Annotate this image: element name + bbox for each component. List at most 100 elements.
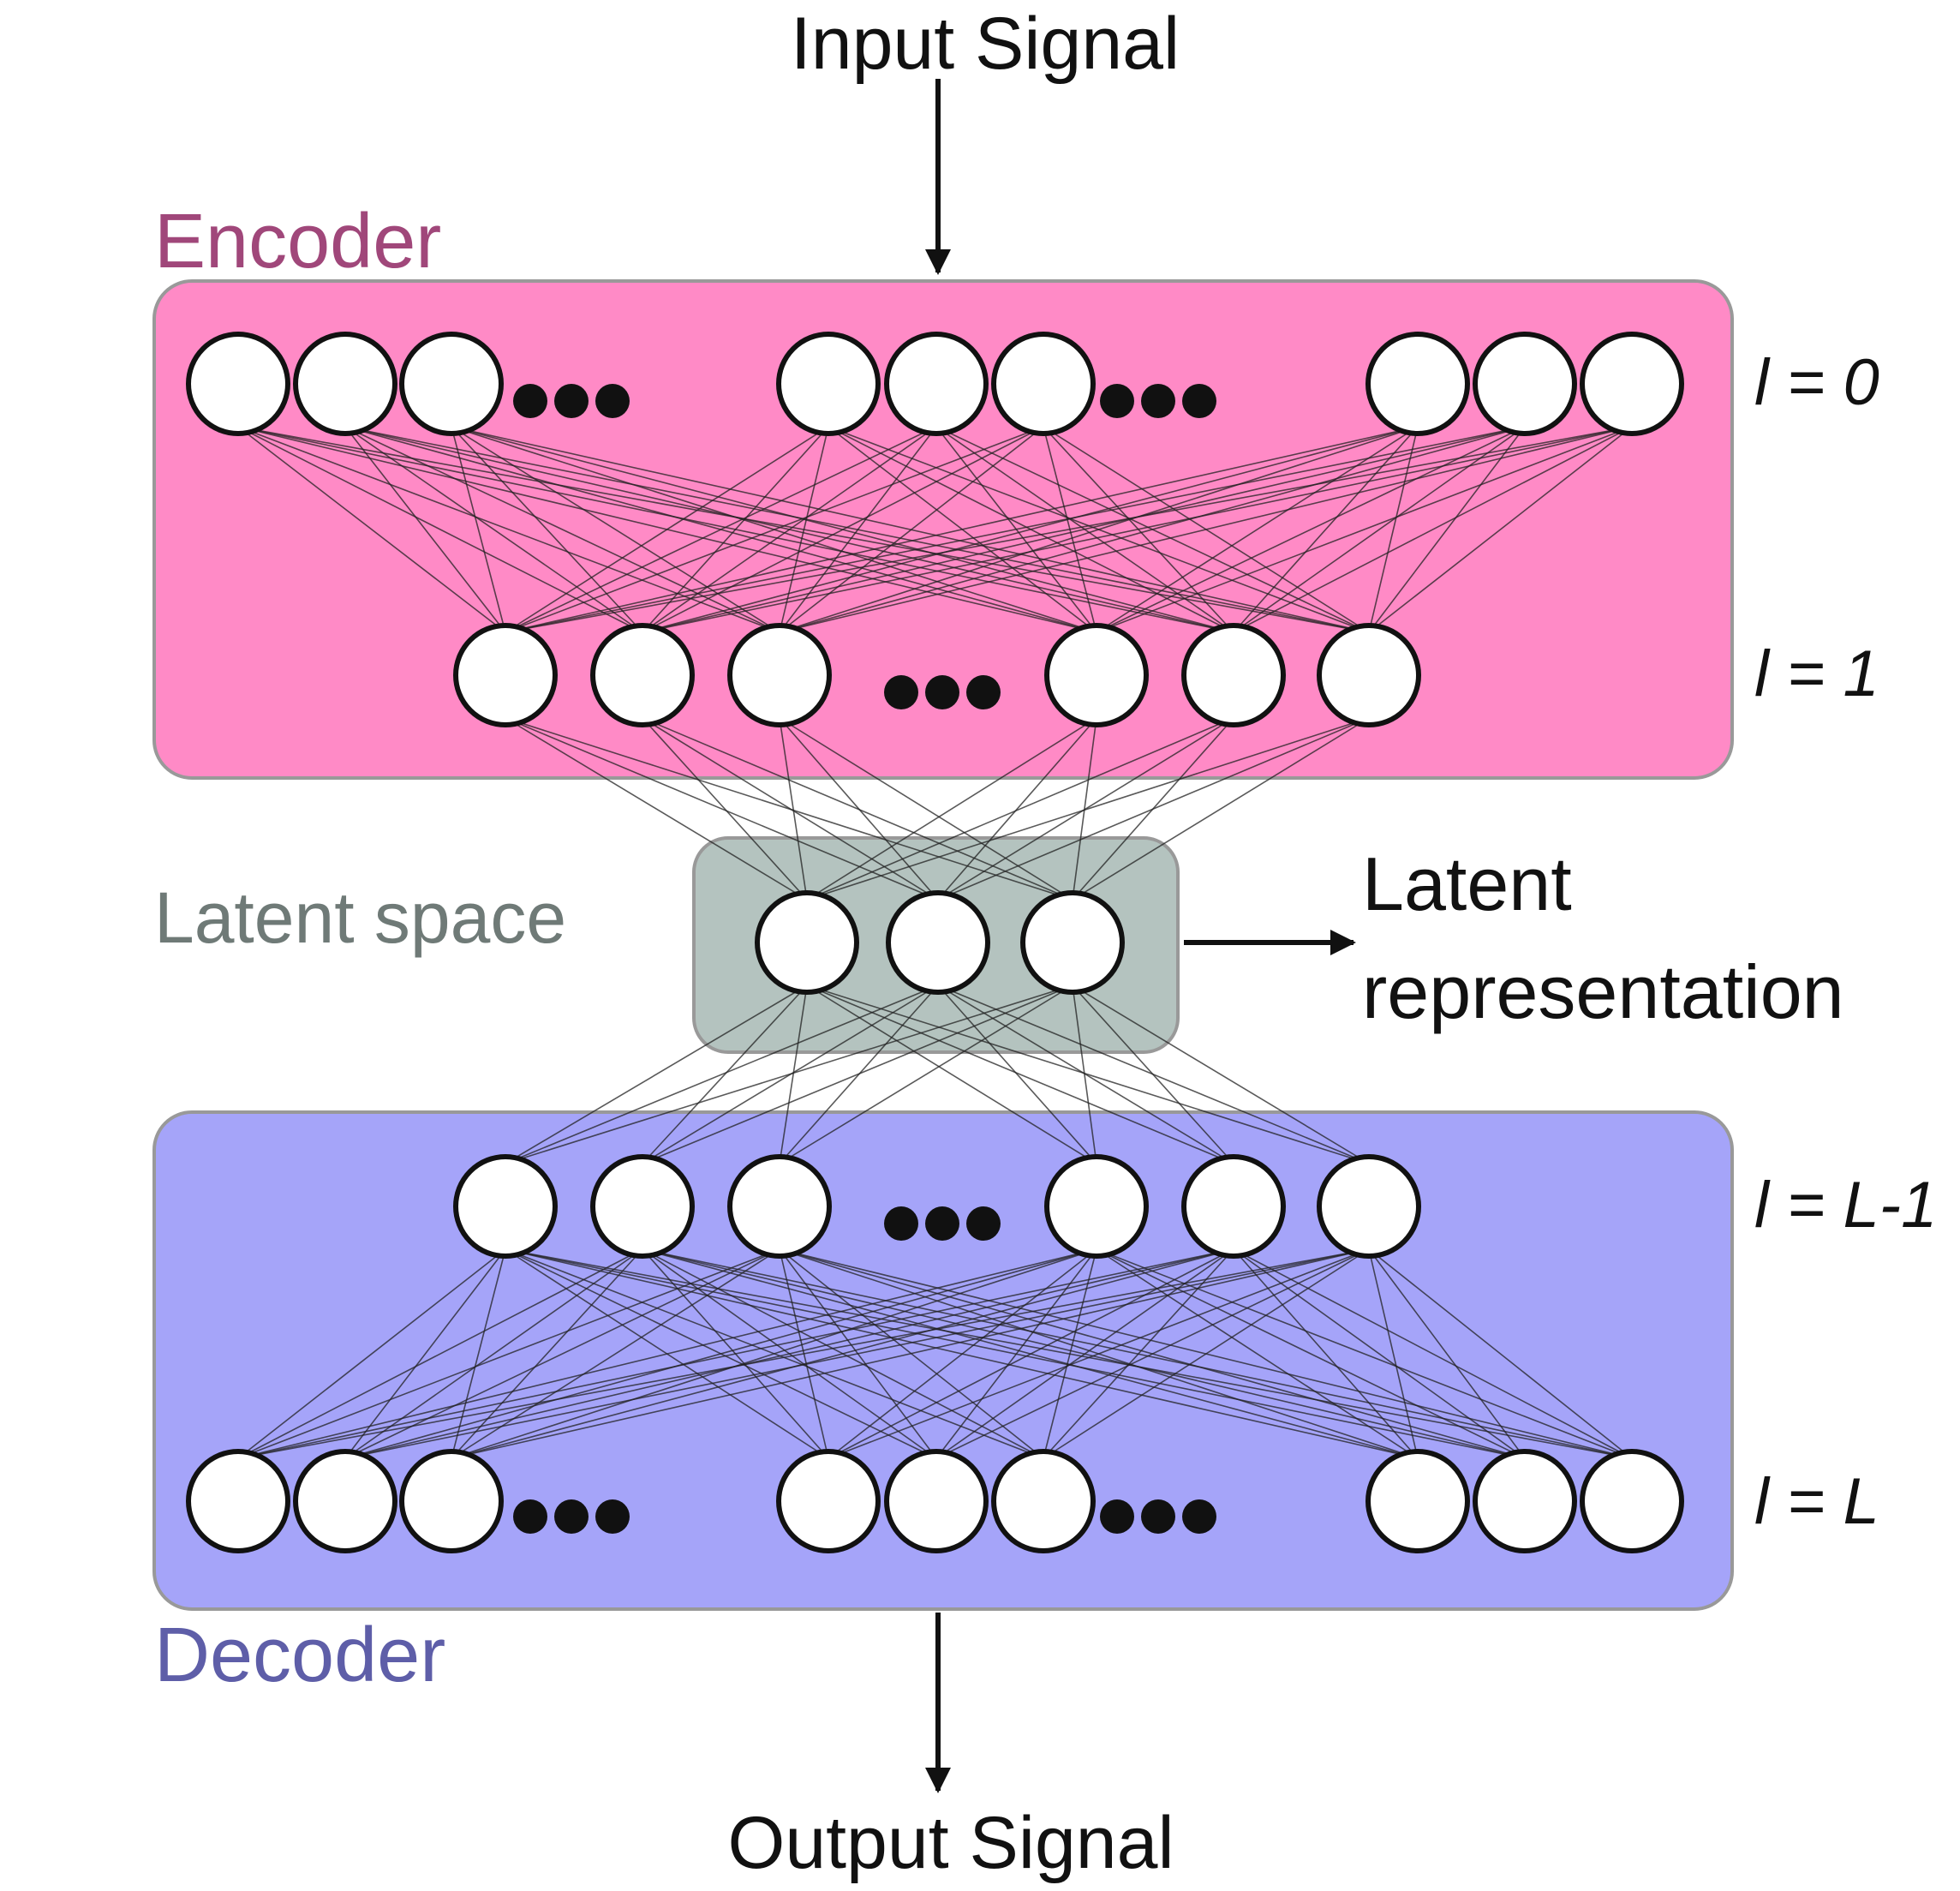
neuron-node [186,332,290,436]
connection-line [451,426,506,633]
input-signal-label: Input Signal [791,3,1180,85]
neuron-node [1181,1154,1286,1259]
neuron-node [991,1449,1096,1553]
connection-line [344,1248,506,1459]
neuron-node [1365,332,1470,436]
connection-line [344,426,643,633]
neuron-node [293,1449,397,1553]
connection-line [828,1248,1097,1459]
ellipsis-dot [513,384,547,418]
connection-line [344,426,780,633]
connection-line [779,717,1073,901]
neuron-node [1473,332,1577,436]
connection-line [505,426,829,633]
connection-line [642,717,808,901]
connection-line [806,984,1234,1164]
neuron-node [186,1449,290,1553]
ellipsis-dot [554,384,589,418]
connection-line [806,984,1097,1164]
connection-line [937,984,1234,1164]
neuron-node [755,890,859,995]
connection-line [1072,984,1234,1164]
connection-line [505,984,1073,1164]
connection-line [642,1248,1526,1459]
connection-line [779,426,1633,633]
ellipsis-dot [595,1499,630,1534]
connection-line [642,1248,1633,1459]
connection-line [1368,1248,1526,1459]
ellipsis-dot [966,675,1001,709]
connection-line [1043,1248,1234,1459]
connection-line [806,717,1370,901]
connection-line [505,426,1419,633]
connection-line [779,984,1073,1164]
connection-line [451,1248,1097,1459]
connection-line [1072,717,1370,901]
connection-lines [237,426,1633,1459]
ellipsis-dot [966,1206,1001,1241]
connection-line [642,984,808,1164]
connection-line [451,1248,1234,1459]
connection-line [642,426,1419,633]
neuron-node [1580,332,1684,436]
connection-line [642,717,1073,901]
ellipsis-dot [1141,1499,1175,1534]
neuron-node [1317,623,1421,727]
connection-line [1096,426,1633,633]
connection-line [451,1248,1370,1459]
connection-line [779,717,939,901]
connection-line [1368,1248,1419,1459]
neuron-node [991,332,1096,436]
neuron-node [453,1154,558,1259]
connection-line [1368,426,1526,633]
connection-line [505,426,937,633]
connection-line [1072,984,1097,1164]
neuron-node [1365,1449,1470,1553]
connection-line [505,984,939,1164]
neuron-node [1044,623,1149,727]
latent-space-label: Latent space [154,877,566,958]
neuron-node [776,332,881,436]
ellipsis-icons [513,384,1216,1534]
connection-line [1368,426,1633,633]
connection-line [451,1248,506,1459]
connection-line [806,717,1234,901]
connection-line [505,1248,1526,1459]
connection-line [451,426,643,633]
neuron-node [776,1449,881,1553]
connection-line [1233,426,1419,633]
ellipsis-dot [884,675,918,709]
connection-line [344,1248,643,1459]
ellipsis-dot [513,1499,547,1534]
connection-line [1096,426,1419,633]
output-signal-label: Output Signal [727,1802,1174,1884]
connection-line [1096,1248,1526,1459]
connection-line [1368,1248,1633,1459]
connection-line [779,426,1044,633]
ellipsis-icon [884,1206,1001,1241]
ellipsis-dot [1100,1499,1134,1534]
neuron-node [453,623,558,727]
connection-line [344,1248,1370,1459]
connection-line [451,1248,643,1459]
connection-line [1043,1248,1370,1459]
connection-line [937,717,1097,901]
connection-line [1072,984,1370,1164]
neuron-node [884,332,989,436]
connection-line [1096,1248,1633,1459]
connection-line [237,1248,1370,1459]
connection-line [505,984,808,1164]
connection-line [505,717,939,901]
connection-line [237,1248,780,1459]
encoder-label: Encoder [154,199,441,284]
connection-line [779,984,808,1164]
connection-line [237,1248,643,1459]
neuron-node [1020,890,1125,995]
connection-line [1096,426,1526,633]
connection-line [451,426,780,633]
connection-line [828,1248,1370,1459]
ellipsis-icon [513,1499,630,1534]
neuron-node [727,1154,832,1259]
ellipsis-dot [554,1499,589,1534]
connection-line [828,1248,1234,1459]
